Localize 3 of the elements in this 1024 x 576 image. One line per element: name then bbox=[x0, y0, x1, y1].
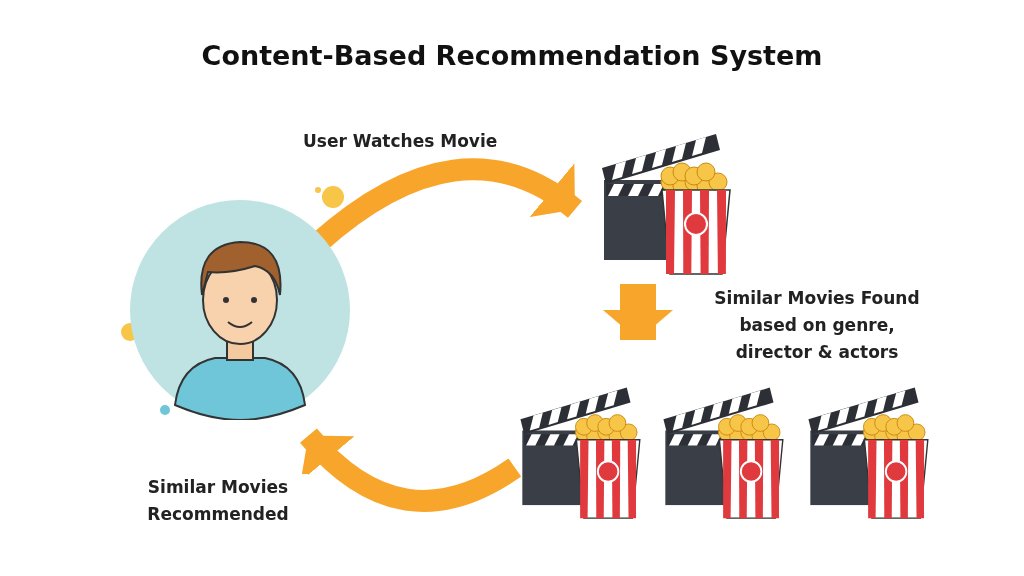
diagram-title: Content-Based Recommendation System bbox=[200, 40, 824, 71]
down-arrow bbox=[603, 284, 673, 340]
curved-arrow bbox=[300, 428, 521, 512]
